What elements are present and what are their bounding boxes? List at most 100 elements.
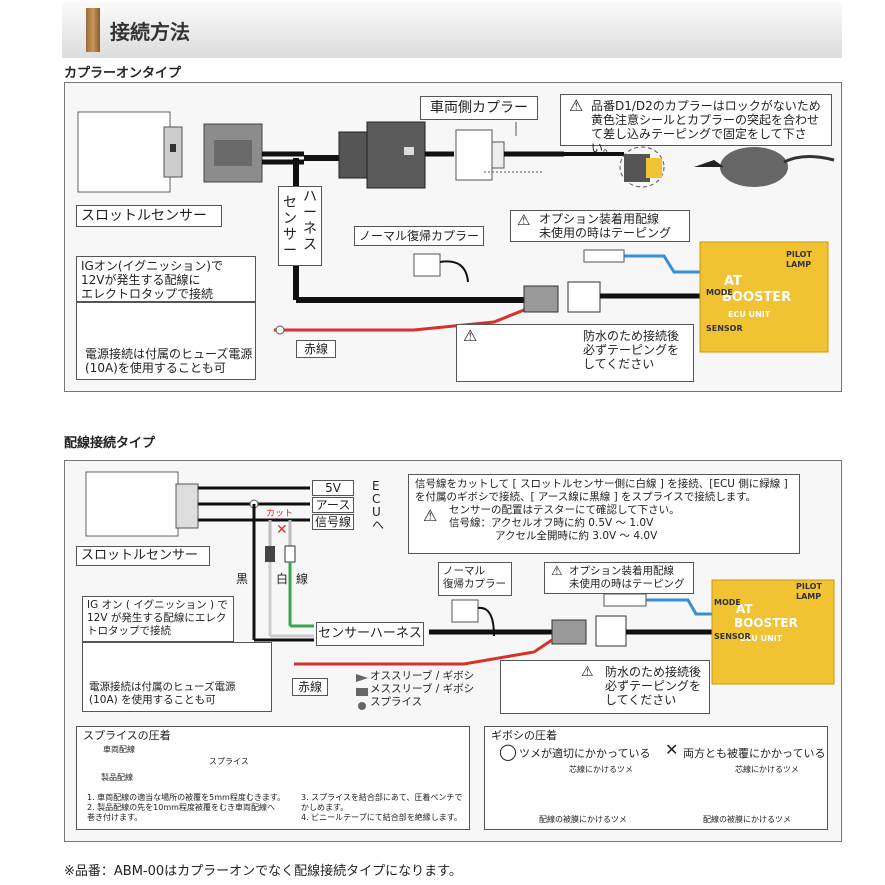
option-line: 未使用の時はテーピング xyxy=(569,578,685,590)
fuse-line: (10A) を使用することも可 xyxy=(89,694,216,706)
splice-step: 1. 車両配線の適当な場所の被覆を5mm程度むきます。 xyxy=(87,793,286,802)
vehicle-coupler-label: 車両側カプラー xyxy=(420,96,538,120)
cover-claw-label: 配線の被膜にかけるツメ xyxy=(703,815,791,824)
giboshi-bad: 両方とも被覆にかかっている xyxy=(683,747,826,760)
giboshi-good: ツメが適切にかかっている xyxy=(519,747,651,760)
fuse-note-box-2: 電源接続は付属のヒューズ電源 (10A) を使用することも可 xyxy=(82,642,272,712)
cut-mark: ✕ xyxy=(276,522,288,538)
electro-tap-point xyxy=(275,325,285,335)
legend-female: メススリーブ / ギボシ xyxy=(370,683,475,695)
normal-line: ノーマル xyxy=(443,565,485,577)
splice-step: 巻き付けます。 xyxy=(87,813,143,822)
ig-line: IGオン(イグニッション)で xyxy=(81,259,223,273)
device-brand: BOOSTER xyxy=(734,616,798,630)
fuse-line: (10A)を使用することも可 xyxy=(85,361,226,375)
device-mode: MODE xyxy=(706,288,733,297)
connector-male xyxy=(595,615,627,647)
coupler-note-line: 品番D1/D2のカプラーはロックがないため xyxy=(591,99,821,113)
cover-claw-label: 配線の被膜にかけるツメ xyxy=(539,815,627,824)
section2-title: 配線接続タイプ xyxy=(64,436,156,451)
core-claw-label: 芯線にかけるツメ xyxy=(735,765,799,774)
giboshi-crimp-box: ギボシの圧着 ◯ ツメが適切にかかっている ✕ 両方とも被覆にかかっている 芯線… xyxy=(484,726,828,830)
normal-line: 復帰カプラー xyxy=(443,578,506,590)
dark-coupler xyxy=(366,121,426,189)
ecu-char: C xyxy=(372,492,381,506)
green-label: 線 xyxy=(296,572,309,586)
coupler-note-box: ⚠ 品番D1/D2のカプラーはロックがないため 黄色注意シールとカプラーの突起を… xyxy=(560,94,832,155)
ecu-char: U xyxy=(372,505,381,519)
normal-coupler-label: ノーマル復帰カプラー xyxy=(354,226,484,246)
device-label-1: PILOT LAMP AT BOOSTER ECU UNIT MODE SENS… xyxy=(704,250,824,354)
harness-char: ス xyxy=(303,237,317,253)
splice-title: スプライスの圧着 xyxy=(83,729,171,742)
waterproof-note: ⚠ 防水のため接続後 必ずテーピングを してください xyxy=(456,324,694,382)
warning-icon: ⚠ xyxy=(463,326,478,345)
taped-coupler-photo xyxy=(720,147,788,187)
device-brand: AT xyxy=(736,602,753,616)
ecu-char: へ xyxy=(372,518,385,532)
red-wire xyxy=(274,308,525,332)
connector-male xyxy=(567,281,601,313)
harness-char: セ xyxy=(283,195,297,211)
header-accent-bar xyxy=(86,8,100,52)
splice-step: 2. 製品配線の先を10mm程度被覆をむき車両配線へ xyxy=(87,803,275,812)
device-mode: MODE xyxy=(714,598,741,607)
ig-line: トロタップで接続 xyxy=(87,625,171,637)
device-pilot: PILOT LAMP xyxy=(796,582,822,601)
ig-note-box: IGオン(イグニッション)で 12Vが発生する配線に エレクトロタップで接続 xyxy=(76,256,256,302)
good-circle-icon: ◯ xyxy=(499,742,517,761)
waterproof-note-2: ⚠ 防水のため接続後 必ずテーピングを してください xyxy=(500,660,710,714)
core-claw-label: 芯線にかけるツメ xyxy=(569,765,633,774)
sensor-harness-label-2: センサーハーネス xyxy=(316,622,424,646)
warning-icon: ⚠ xyxy=(551,564,563,579)
option-line: 未使用の時はテーピング xyxy=(539,226,672,240)
splice-vehicle: 車両配線 xyxy=(103,745,135,754)
connector-female xyxy=(551,619,587,645)
footer-note: ※品番：ABM-00はカプラーオンでなく配線接続タイプになります。 xyxy=(64,864,462,879)
fuse-line: 電源接続は付属のヒューズ電源 xyxy=(85,347,253,361)
page-title: 接続方法 xyxy=(110,20,190,44)
device-brand: AT xyxy=(724,274,742,289)
fuse-line: 電源接続は付属のヒューズ電源 xyxy=(89,681,236,693)
normal-coupler-shape xyxy=(413,253,441,277)
throttle-sensor-body xyxy=(85,471,179,537)
option-wire xyxy=(624,254,704,274)
waterproof-line: してください xyxy=(583,357,655,371)
harness-char: ネ xyxy=(303,221,317,237)
splice-step: かしめます。 xyxy=(301,803,349,812)
normal-coupler-label-2: ノーマル 復帰カプラー xyxy=(438,562,512,596)
ig-line: 12V が発生する配線にエレク xyxy=(87,612,227,624)
giboshi-title: ギボシの圧着 xyxy=(491,729,557,742)
device-sub: ECU UNIT xyxy=(728,310,771,319)
splice-step: 4. ビニールテープにて結合部を絶縁します。 xyxy=(301,813,462,822)
black-label: 黒 xyxy=(236,572,249,586)
check-line: 信号線：アクセルオフ時に約 0.5V ～ 1.0V xyxy=(449,517,654,529)
warning-icon: ⚠ xyxy=(581,664,594,680)
white-label: 白 xyxy=(276,572,289,586)
option-line: オプション装着用配線 xyxy=(539,212,660,226)
throttle-sensor-label-2: スロットルセンサー xyxy=(76,546,210,566)
splice-product: 製品配線 xyxy=(101,773,133,782)
device-label-2: PILOT LAMP AT BOOSTER ECU UNIT MODE SENS… xyxy=(712,580,832,680)
waterproof-line: 防水のため接続後 xyxy=(583,329,680,343)
throttle-sensor-label: スロットルセンサー xyxy=(76,205,222,227)
warning-icon: ⚠ xyxy=(569,96,584,115)
warning-icon: ⚠ xyxy=(423,506,438,525)
device-sub: ECU UNIT xyxy=(740,634,783,643)
option-line: オプション装着用配線 xyxy=(569,565,674,577)
legend-splice: スプライス xyxy=(370,696,423,708)
device-sensor: SENSOR xyxy=(714,632,751,641)
harness-char: ン xyxy=(283,211,297,227)
waterproof-line: 必ずテーピングを xyxy=(605,679,702,693)
red-wire-label: 赤線 xyxy=(296,340,336,358)
section1-title: カプラーオンタイプ xyxy=(64,66,182,81)
warning-icon: ⚠ xyxy=(517,211,531,229)
coupler-note-line: て差し込みテーピングで固定をして下さい。 xyxy=(591,127,807,155)
connector-female xyxy=(523,285,559,313)
wire-earth-label: アース xyxy=(312,497,354,513)
ig-line: 12Vが発生する配線に xyxy=(81,273,201,287)
page-header: 接続方法 xyxy=(62,2,842,58)
wire-signal-label: 信号線 xyxy=(312,514,354,530)
check-line: センサーの配置はテスターにて確認して下さい。 xyxy=(449,504,680,516)
option-wire-note-2: ⚠ オプション装着用配線 未使用の時はテーピング xyxy=(544,562,694,594)
